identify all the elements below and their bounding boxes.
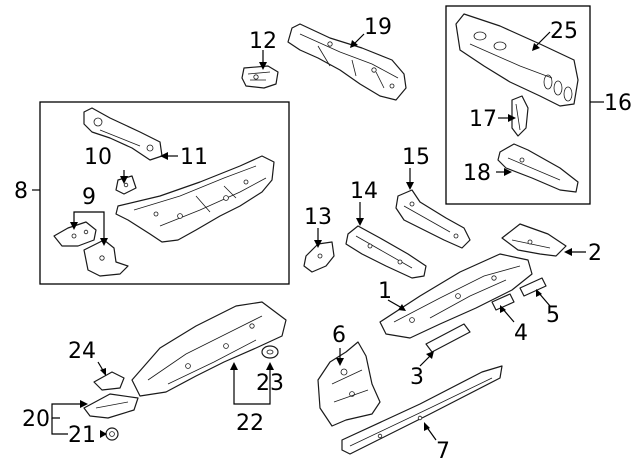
callout-13: 13 bbox=[304, 205, 332, 230]
callout-6: 6 bbox=[332, 323, 346, 348]
callout-4: 4 bbox=[514, 321, 528, 346]
callout-16: 16 bbox=[604, 91, 632, 116]
part-4-plate[interactable] bbox=[491, 293, 515, 311]
part-9-bracket-left[interactable] bbox=[53, 221, 97, 247]
part-24-bracket[interactable] bbox=[93, 371, 125, 391]
callout-22: 22 bbox=[236, 411, 264, 436]
callout-labels: 19 12 25 16 17 18 11 10 8 9 14 15 13 2 1… bbox=[14, 15, 632, 464]
part-20-plate[interactable] bbox=[83, 393, 139, 419]
part-7-rocker[interactable] bbox=[341, 365, 503, 455]
part-19-dash-panel[interactable] bbox=[287, 23, 407, 101]
callout-21: 21 bbox=[68, 423, 96, 448]
part-5-plate[interactable] bbox=[519, 277, 547, 297]
group-box-16 bbox=[445, 5, 591, 205]
callout-20: 20 bbox=[22, 407, 50, 432]
callout-2: 2 bbox=[588, 241, 602, 266]
callout-15: 15 bbox=[402, 145, 430, 170]
part-6-pillar[interactable] bbox=[317, 341, 381, 427]
callout-17: 17 bbox=[469, 107, 497, 132]
part-2-floor-extension[interactable] bbox=[501, 223, 567, 257]
callout-7: 7 bbox=[436, 439, 450, 464]
callout-19: 19 bbox=[364, 15, 392, 40]
part-10-clip[interactable] bbox=[115, 175, 137, 195]
part-18-crossmember[interactable] bbox=[497, 143, 579, 193]
part-3-reinforcement[interactable] bbox=[425, 323, 471, 353]
callout-12: 12 bbox=[249, 29, 277, 54]
callout-14: 14 bbox=[350, 179, 378, 204]
callout-1: 1 bbox=[378, 279, 392, 304]
part-13-bracket[interactable] bbox=[303, 241, 335, 273]
part-22-floor-pan[interactable] bbox=[131, 301, 287, 397]
part-11-brace[interactable] bbox=[83, 107, 163, 161]
callout-3: 3 bbox=[410, 365, 424, 390]
part-23-plug[interactable] bbox=[261, 345, 279, 359]
part-14-crossmember[interactable] bbox=[345, 225, 427, 279]
part-9-bracket-right[interactable] bbox=[83, 239, 129, 277]
callout-11: 11 bbox=[180, 145, 208, 170]
callout-25: 25 bbox=[550, 19, 578, 44]
callout-9: 9 bbox=[82, 185, 96, 210]
part-12-bracket[interactable] bbox=[241, 65, 279, 89]
part-1-floor-pan[interactable] bbox=[379, 253, 533, 339]
callout-23: 23 bbox=[256, 371, 284, 396]
part-8-floor-tunnel[interactable] bbox=[115, 155, 275, 243]
group-box-8 bbox=[39, 101, 290, 285]
callout-10: 10 bbox=[84, 145, 112, 170]
callout-24: 24 bbox=[68, 339, 96, 364]
part-25-rear-panel[interactable] bbox=[455, 13, 579, 107]
leader-lines bbox=[32, 31, 604, 441]
callout-8: 8 bbox=[14, 179, 28, 204]
part-17-brace[interactable] bbox=[511, 95, 529, 137]
callout-5: 5 bbox=[546, 303, 560, 328]
part-21-nut[interactable] bbox=[105, 427, 119, 441]
callout-18: 18 bbox=[463, 161, 491, 186]
part-15-crossmember[interactable] bbox=[395, 189, 471, 249]
